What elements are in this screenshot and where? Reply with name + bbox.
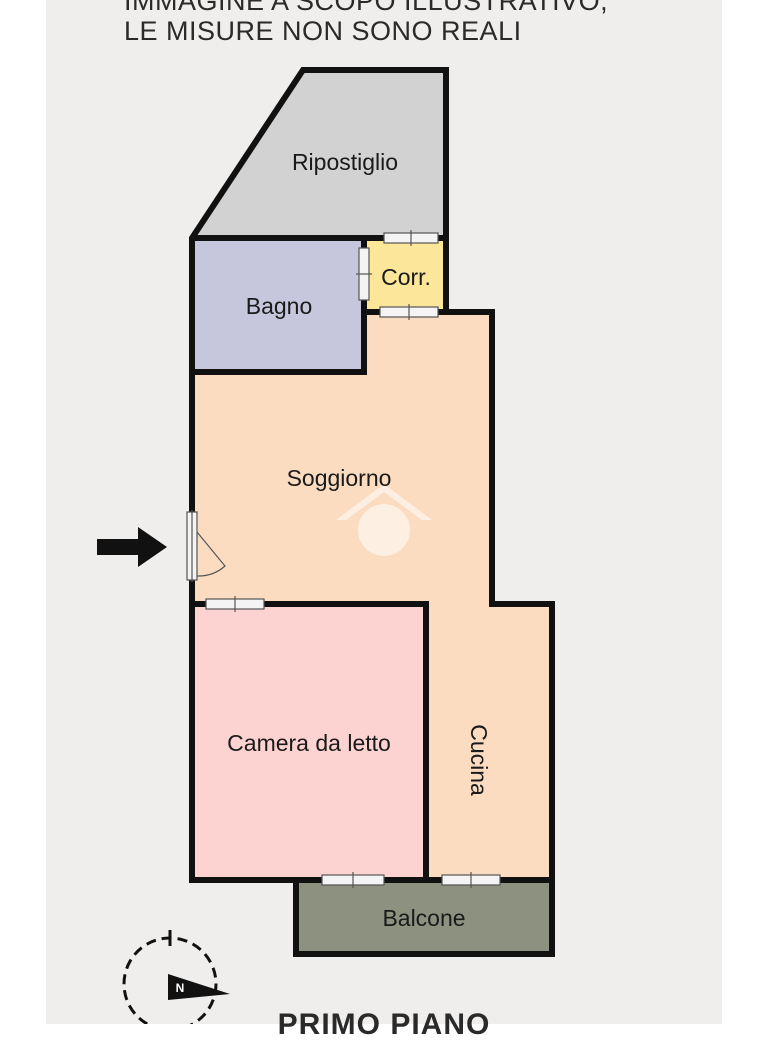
label-ripostiglio: Ripostiglio — [292, 149, 398, 175]
room-bagno — [192, 238, 364, 372]
openings — [205, 230, 501, 888]
label-bagno: Bagno — [246, 293, 313, 319]
room-ripostiglio — [192, 70, 446, 238]
watermark-logo — [336, 484, 432, 556]
label-camera: Camera da letto — [227, 730, 391, 756]
room-balcone — [296, 880, 552, 954]
label-corridoio: Corr. — [381, 264, 431, 290]
compass: N — [122, 930, 230, 1024]
compass-north-letter: N — [176, 981, 185, 995]
label-cucina: Cucina — [466, 724, 492, 796]
room-camera — [192, 604, 426, 880]
compass-needle — [168, 974, 230, 1000]
room-corridoio — [364, 238, 446, 312]
entrance-arrow — [97, 527, 167, 567]
label-balcone: Balcone — [382, 905, 465, 931]
wall-camera — [192, 601, 429, 880]
label-soggiorno: Soggiorno — [287, 465, 392, 491]
entry-door — [186, 510, 226, 582]
